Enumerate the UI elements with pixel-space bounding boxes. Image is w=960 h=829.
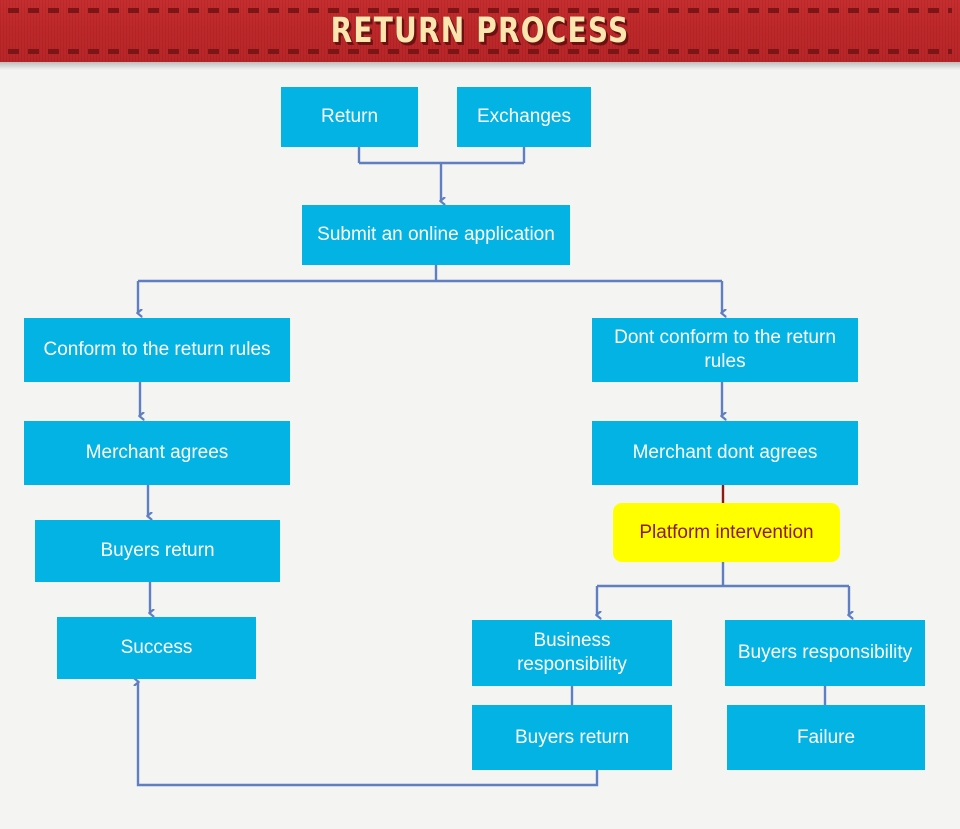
node-return[interactable]: Return	[281, 87, 418, 147]
node-merchant-dont-agrees-label: Merchant dont agrees	[632, 442, 818, 463]
node-buyers-return-left[interactable]: Buyers return	[35, 520, 280, 582]
node-merchant-agrees-label: Merchant agrees	[85, 442, 229, 463]
node-buyers-responsibility-label: Buyers responsibility	[737, 642, 913, 663]
node-buyers-return-right[interactable]: Buyers return	[472, 705, 672, 770]
node-submit-online-application[interactable]: Submit an online application	[302, 205, 570, 265]
node-conform-label: Conform to the return rules	[43, 339, 271, 360]
node-merchant-dont-agrees[interactable]: Merchant dont agrees	[592, 421, 858, 485]
node-business-responsibility-label: Business responsibility	[517, 630, 627, 675]
node-dont-conform-to-return-rules[interactable]: Dont conform to the return rules	[592, 318, 858, 382]
stitch-line-top	[8, 8, 952, 13]
node-failure-label: Failure	[796, 726, 856, 748]
node-buyers-return-left-label: Buyers return	[100, 540, 215, 561]
node-conform-to-return-rules[interactable]: Conform to the return rules	[24, 318, 290, 382]
node-business-responsibility[interactable]: Business responsibility	[472, 620, 672, 686]
node-dont-conform-label: Dont conform to the return rules	[614, 327, 836, 372]
node-exchanges[interactable]: Exchanges	[457, 87, 591, 147]
header-banner: RETURN PROCESS	[0, 0, 960, 70]
node-merchant-agrees[interactable]: Merchant agrees	[24, 421, 290, 485]
node-submit-label: Submit an online application	[317, 224, 555, 245]
node-buyers-return-right-label: Buyers return	[514, 726, 630, 748]
page-title: RETURN PROCESS	[330, 11, 630, 51]
connector-lines	[0, 147, 960, 787]
node-exchanges-label: Exchanges	[476, 106, 571, 127]
node-success-label: Success	[120, 637, 193, 658]
node-platform-intervention-label: Platform intervention	[639, 522, 814, 543]
flowchart-canvas: Return Exchanges Submit an online applic…	[0, 62, 960, 829]
node-success[interactable]: Success	[57, 617, 256, 679]
node-return-label: Return	[320, 106, 379, 127]
node-failure[interactable]: Failure	[727, 705, 925, 770]
node-buyers-responsibility[interactable]: Buyers responsibility	[725, 620, 925, 686]
stitch-line-bottom	[8, 49, 952, 54]
edge-feedback-loop	[138, 682, 599, 787]
node-platform-intervention[interactable]: Platform intervention	[613, 503, 840, 562]
